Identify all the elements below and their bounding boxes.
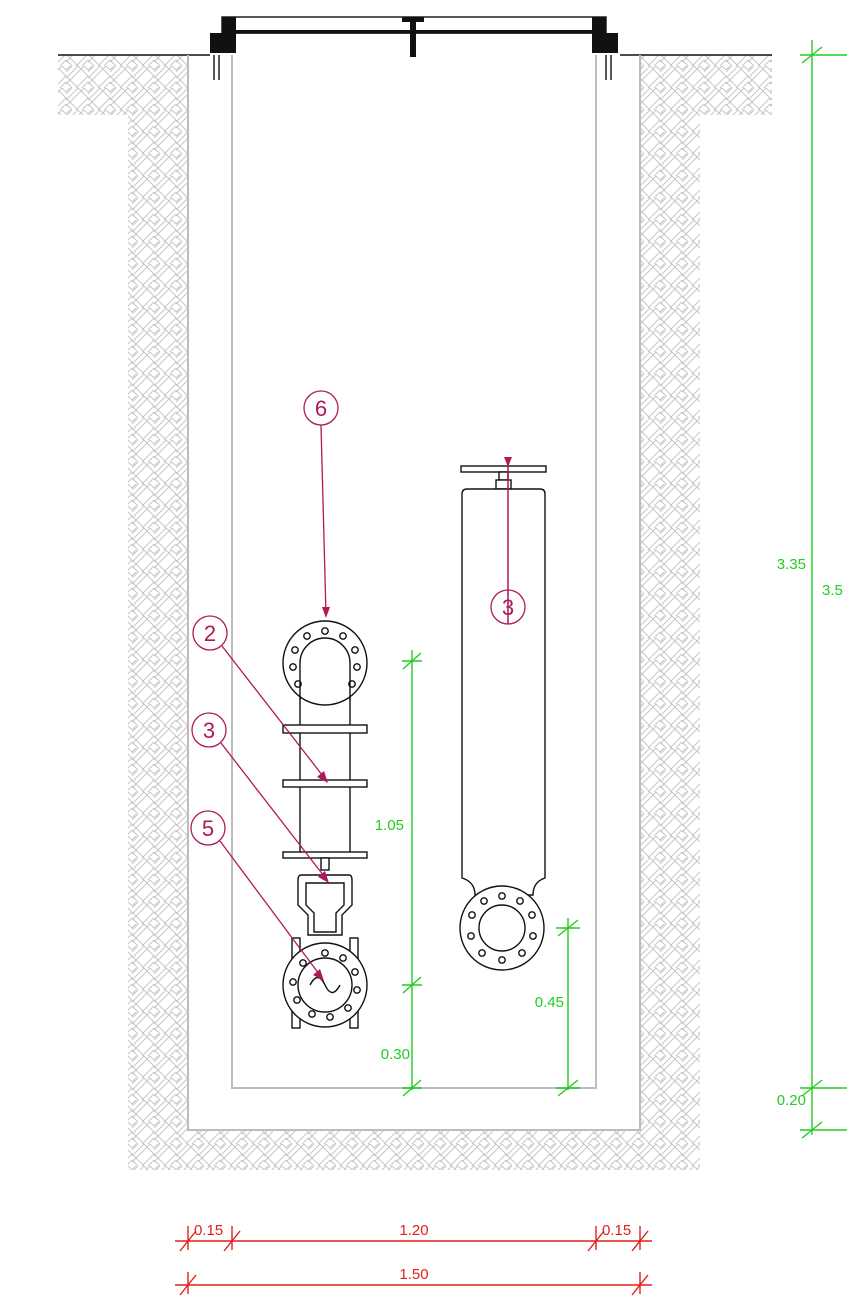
manhole-cover [210,16,618,80]
soil-hatching [58,55,772,1170]
dim-label-1-05: 1.05 [375,817,404,834]
dimension-widths: 0.15 1.20 0.15 1.50 [175,1222,652,1296]
dim-label-3-35: 3.35 [777,556,806,573]
handwheel [460,465,547,473]
dim-label-0-20: 0.20 [777,1092,806,1109]
callout-2-number: 2 [204,621,216,646]
dim-label-0-15-left: 0.15 [194,1222,223,1239]
dimension-right-valve-height: 0.45 [535,918,580,1097]
callout-6-number: 6 [315,396,327,421]
dim-label-1-50: 1.50 [399,1266,428,1283]
right-flange [459,885,545,971]
dim-label-0-45: 0.45 [535,994,564,1011]
dim-label-3-5: 3.5 [822,582,843,599]
callout-3-left-number: 3 [203,718,215,743]
callout-2: 2 [192,615,328,783]
dim-label-1-20: 1.20 [399,1222,428,1239]
dim-label-0-30: 0.30 [381,1046,410,1063]
callout-3-right: 3 [490,457,526,625]
top-flange [282,620,368,706]
dim-label-0-15-right: 0.15 [602,1222,631,1239]
callout-6: 6 [303,390,339,618]
left-valve-body [297,874,353,936]
dimension-inner-chain: 1.05 0.30 [375,650,422,1097]
pipe-clamp-3 [282,851,368,859]
callout-5-number: 5 [202,816,214,841]
dimension-overall-height: 3.35 3.5 0.20 [777,40,847,1139]
right-gate-valve [459,465,547,971]
callout-5: 5 [190,810,324,981]
callout-3-left: 3 [191,712,329,883]
left-pipe-assembly [282,620,368,1029]
chamber-walls [187,55,641,1131]
pipe-clamp-1 [282,724,368,734]
